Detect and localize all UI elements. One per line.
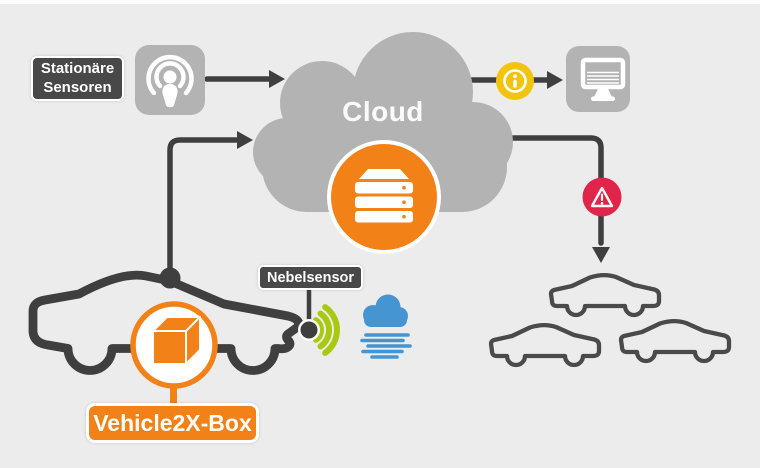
arrowhead-to-cars: [592, 247, 610, 263]
roof-connector-dot: [159, 267, 181, 289]
fog-sensor-node: [298, 288, 340, 356]
arrowhead-into-cloud-top: [269, 70, 285, 88]
server-stack-icon: [327, 140, 441, 254]
small-car-outline: [548, 272, 662, 318]
fog-cloud-icon: [360, 294, 412, 359]
cloud-title: Cloud: [342, 96, 424, 127]
broadcast-sensor-icon: [135, 45, 205, 115]
arrow-cloud-to-cars: [492, 135, 604, 246]
arrowhead-into-cloud-mid: [237, 131, 253, 149]
vehicle2x-box-label: Vehicle2X-Box: [86, 403, 259, 443]
stationary-sensors-line1: Stationäre: [40, 59, 115, 77]
fog-sensor-label: Nebelsensor: [258, 265, 363, 290]
wifi-signal-icon: [312, 304, 340, 356]
arrow-car-to-cloud: [167, 137, 239, 283]
receiving-cars-group: [488, 272, 732, 368]
vehicle2x-box-cube-icon: [152, 316, 201, 365]
fog-sensor-dot: [300, 321, 318, 339]
warning-triangle-icon: [582, 177, 622, 217]
monitor-icon: [566, 46, 630, 112]
small-car-outline: [488, 322, 602, 368]
small-car-outline: [618, 318, 732, 364]
arrow-heads: [237, 70, 610, 263]
info-icon: [496, 62, 534, 100]
vehicle2x-box-node: [130, 301, 218, 407]
connector-lines: [167, 76, 604, 283]
stationary-sensors-label: Stationäre Sensoren: [31, 56, 124, 101]
stationary-sensors-line2: Sensoren: [43, 78, 112, 96]
top-white-strip: [0, 0, 760, 4]
sensor-car-outline: [28, 267, 304, 375]
arrowhead-into-monitor: [547, 71, 563, 89]
